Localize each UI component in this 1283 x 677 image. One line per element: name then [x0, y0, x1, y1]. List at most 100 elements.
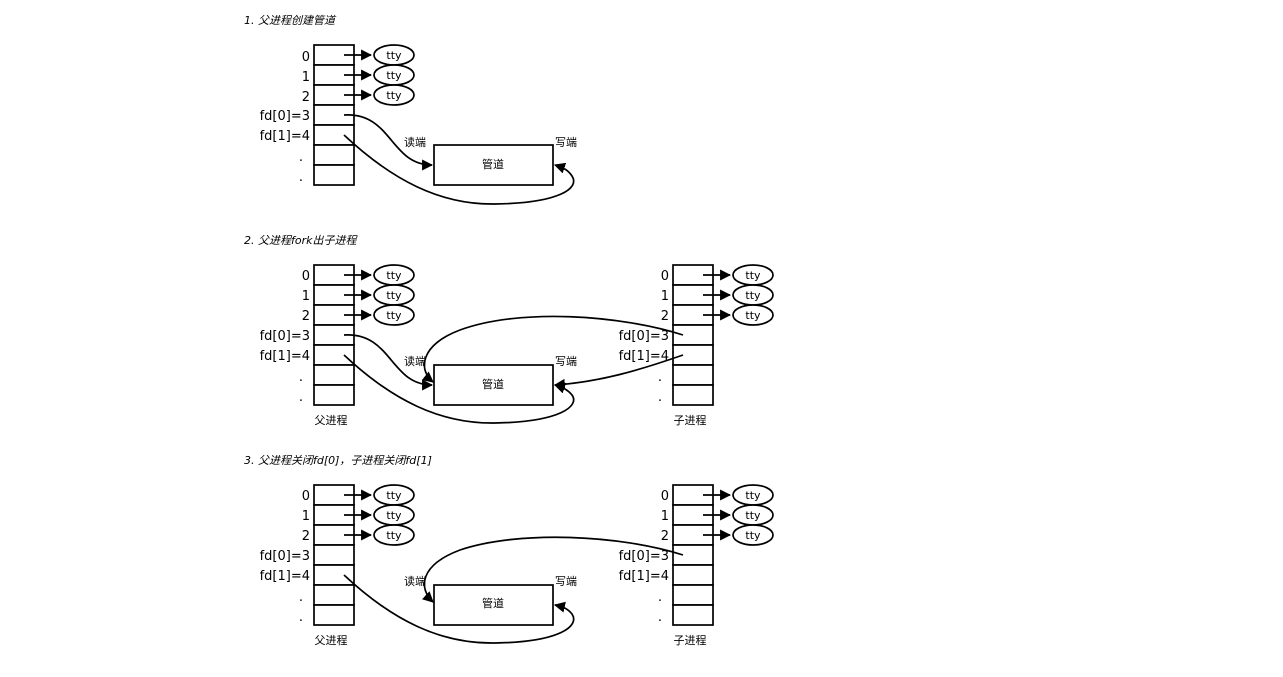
- pipe-box: [433, 584, 554, 626]
- pipe-read-end-label: 读端: [404, 574, 426, 588]
- tty-links-child: tty tty tty: [703, 264, 774, 326]
- stage-caption: 2. 父进程fork出子进程: [244, 234, 358, 247]
- fd-label: fd[1]=4: [619, 349, 669, 364]
- process-owner-label: 父进程: [315, 634, 348, 647]
- fd-label: 2: [302, 529, 310, 544]
- pipe-label: 管道: [482, 157, 504, 171]
- pipe-write-end-label: 写端: [555, 355, 577, 368]
- pipe-write-end-label: 写端: [555, 575, 577, 588]
- fd-label: .: [299, 390, 303, 405]
- fd-label: 2: [302, 90, 310, 105]
- tty-label: tty: [745, 509, 761, 522]
- tty-label: tty: [745, 529, 761, 542]
- tty-node: [373, 524, 415, 546]
- fd-label: fd[0]=3: [260, 549, 310, 564]
- fd-table-parent: 0 1 2 fd[0]=3 fd[1]=4 . .: [260, 44, 355, 186]
- fd-label: 1: [661, 289, 669, 304]
- fd-slot-4: [313, 124, 355, 146]
- child-read-link: [421, 315, 684, 383]
- fd-slot-3: [672, 544, 714, 566]
- fd-label: .: [658, 610, 662, 625]
- tty-node: [732, 304, 774, 326]
- fd-slot-4: [672, 564, 714, 586]
- stage-3: 3. 父进程关闭fd[0]，子进程关闭fd[1] 0 1 2 fd[0]=3 f…: [244, 454, 774, 647]
- fd-slot-3: [313, 544, 355, 566]
- fd-label: 1: [302, 289, 310, 304]
- tty-label: tty: [386, 489, 402, 502]
- fd-table-parent: 0 1 2 fd[0]=3 fd[1]=4 . . 父进程: [260, 264, 355, 427]
- fd-slot-6: [672, 384, 714, 406]
- fd-label: .: [299, 170, 303, 185]
- fd-label: .: [658, 590, 662, 605]
- fd-table-child: 0 1 2 fd[0]=3 fd[1]=4 . . 子进程: [619, 264, 714, 427]
- tty-label: tty: [386, 49, 402, 62]
- stage-caption: 1. 父进程创建管道: [244, 14, 337, 27]
- fd-label: fd[0]=3: [260, 109, 310, 124]
- pipe-box: [433, 144, 554, 186]
- pipe: 管道 读端 写端: [404, 574, 577, 626]
- pipe-box: [433, 364, 554, 406]
- fd-label: fd[0]=3: [260, 329, 310, 344]
- tty-links-child: tty tty tty: [703, 484, 774, 546]
- fd-slot-6: [672, 604, 714, 626]
- fd-label: fd[1]=4: [260, 129, 310, 144]
- pipe-read-end-label: 读端: [404, 354, 426, 368]
- fd-label: fd[1]=4: [260, 569, 310, 584]
- fd-label: .: [658, 370, 662, 385]
- tty-label: tty: [386, 69, 402, 82]
- fd-label: 0: [661, 269, 669, 284]
- fd-label: 1: [302, 509, 310, 524]
- pipe-label: 管道: [482, 596, 504, 610]
- tty-label: tty: [386, 309, 402, 322]
- fd-slot-5: [672, 364, 714, 386]
- parent-read-link: [343, 334, 434, 391]
- process-owner-label: 子进程: [674, 634, 707, 647]
- tty-node: [732, 524, 774, 546]
- fd-label: .: [299, 610, 303, 625]
- tty-label: tty: [386, 509, 402, 522]
- fd-slot-4: [672, 344, 714, 366]
- fd-slot-4: [313, 564, 355, 586]
- fd-label: 2: [302, 309, 310, 324]
- tty-label: tty: [745, 309, 761, 322]
- tty-label: tty: [745, 289, 761, 302]
- tty-label: tty: [386, 89, 402, 102]
- tty-links-parent: tty tty tty: [344, 264, 415, 326]
- tty-label: tty: [745, 269, 761, 282]
- process-owner-label: 父进程: [315, 414, 348, 427]
- fd-label: 2: [661, 529, 669, 544]
- process-owner-label: 子进程: [674, 414, 707, 427]
- fd-slot-5: [313, 364, 355, 386]
- stage-caption: 3. 父进程关闭fd[0]，子进程关闭fd[1]: [244, 454, 432, 467]
- parent-write-link: [343, 354, 575, 424]
- fd-label: .: [299, 590, 303, 605]
- fd-slot-5: [672, 584, 714, 606]
- tty-label: tty: [386, 289, 402, 302]
- pipe-write-end-label: 写端: [555, 136, 577, 149]
- tty-label: tty: [745, 489, 761, 502]
- pipe-label: 管道: [482, 377, 504, 391]
- fd-slot-6: [313, 164, 355, 186]
- fd-slot-4: [313, 344, 355, 366]
- stage-1: 1. 父进程创建管道 0 1 2 fd[0]=3 fd[1]=4 . . tty: [244, 14, 577, 205]
- fd-label: .: [299, 370, 303, 385]
- fd-slot-5: [313, 144, 355, 166]
- parent-write-link: [343, 134, 575, 205]
- fd-table-parent: 0 1 2 fd[0]=3 fd[1]=4 . . 父进程: [260, 484, 355, 647]
- fd-slot-6: [313, 604, 355, 626]
- pipe: 管道 读端 写端: [404, 354, 577, 406]
- fd-label: 1: [661, 509, 669, 524]
- fd-label: .: [658, 390, 662, 405]
- tty-label: tty: [386, 529, 402, 542]
- fd-table-child: 0 1 2 fd[0]=3 fd[1]=4 . . 子进程: [619, 484, 714, 647]
- child-read-link: [421, 536, 684, 603]
- fd-label: 2: [661, 309, 669, 324]
- tty-node: [373, 304, 415, 326]
- pipe: 管道 读端 写端: [404, 135, 577, 186]
- parent-read-link: [343, 114, 434, 171]
- fd-slot-6: [313, 384, 355, 406]
- fd-slot-5: [313, 584, 355, 606]
- child-write-link: [553, 354, 684, 390]
